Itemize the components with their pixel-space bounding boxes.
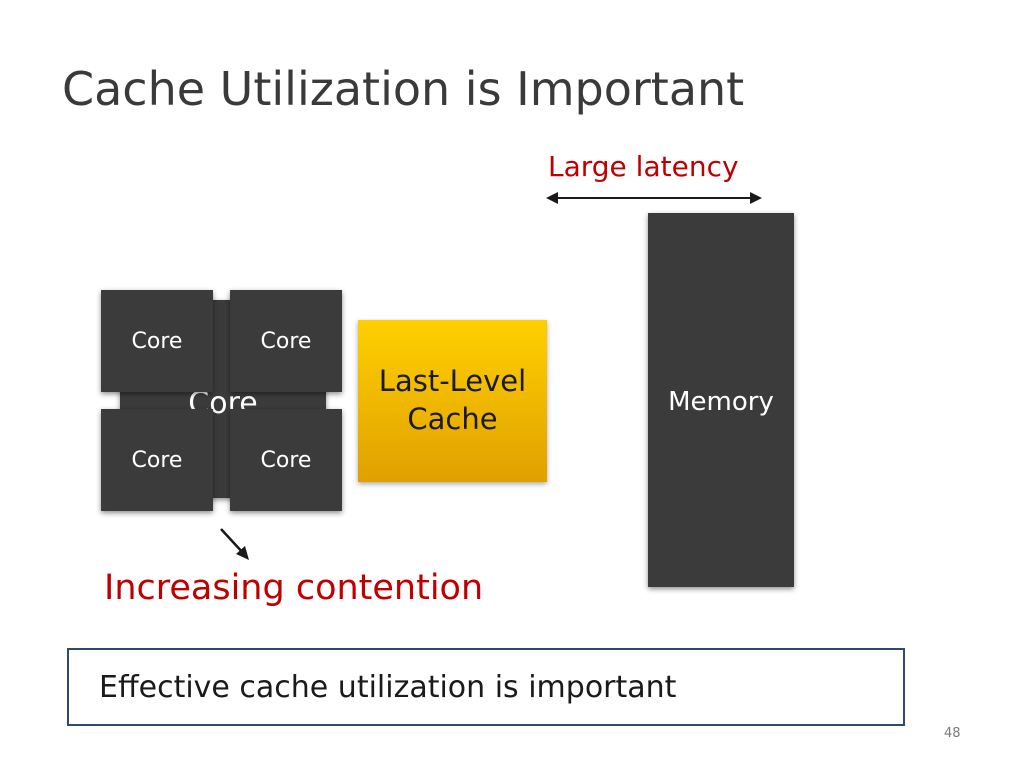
llc-label-line1: Last-Level — [378, 364, 527, 399]
contention-label: Increasing contention — [104, 568, 484, 608]
latency-label: Large latency — [548, 150, 739, 183]
core-label: Core — [260, 447, 312, 473]
last-level-cache-box: Last-Level Cache — [358, 320, 547, 482]
memory-label: Memory — [668, 387, 774, 417]
takeaway-text: Effective cache utilization is important — [99, 669, 677, 705]
memory-box: Memory — [648, 213, 794, 587]
core-box-3: Core — [101, 409, 213, 511]
core-label: Core — [131, 447, 183, 473]
double-headed-arrow-icon — [546, 192, 762, 204]
core-box-4: Core — [230, 409, 342, 511]
takeaway-box: Effective cache utilization is important — [67, 648, 905, 726]
slide-title: Cache Utilization is Important — [62, 62, 745, 116]
core-box-1: Core — [101, 290, 213, 392]
diagonal-arrow-icon — [220, 528, 249, 560]
slide-number: 48 — [944, 726, 961, 741]
core-box-2: Core — [230, 290, 342, 392]
llc-label-line2: Cache — [407, 402, 498, 436]
core-label: Core — [260, 328, 312, 354]
core-label: Core — [131, 328, 183, 354]
